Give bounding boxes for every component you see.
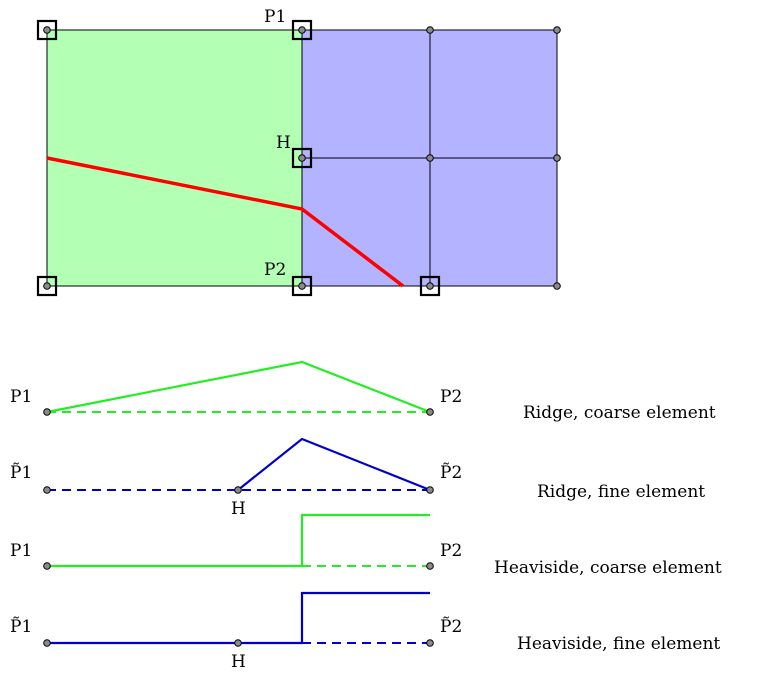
endpoint-node xyxy=(426,408,434,416)
endpoint-node xyxy=(426,562,434,570)
row-left-label: P̃1 xyxy=(10,617,32,637)
row-caption: Heaviside, coarse element xyxy=(494,558,722,578)
enriched-square-marker xyxy=(36,19,58,41)
ridge-function-line xyxy=(237,437,431,492)
mesh-node xyxy=(426,154,434,162)
crack-path xyxy=(46,156,405,288)
mesh: P1 H P2 xyxy=(36,7,561,297)
row-right-label: P2 xyxy=(440,541,462,561)
row-mid-label: H xyxy=(231,652,246,672)
endpoint-node xyxy=(43,639,51,647)
row-left-label: P̃1 xyxy=(10,463,32,483)
row-heaviside-coarse: P1 P2 Heaviside, coarse element xyxy=(10,513,722,578)
row-caption: Heaviside, fine element xyxy=(517,634,720,654)
row-left-label: P1 xyxy=(10,541,32,561)
mesh-node xyxy=(298,282,306,290)
row-right-label: P̃2 xyxy=(440,463,462,483)
mesh-node xyxy=(43,26,51,34)
heaviside-function-line xyxy=(47,513,430,568)
row-ridge-coarse: P1 P2 Ridge, coarse element xyxy=(10,360,716,423)
mesh-label-h: H xyxy=(276,133,291,153)
mesh-nodes xyxy=(43,26,561,290)
endpoint-node xyxy=(426,639,434,647)
row-caption: Ridge, coarse element xyxy=(523,403,716,423)
hanging-node xyxy=(234,486,242,494)
ridge-function-line xyxy=(46,360,431,414)
enriched-square-marker xyxy=(36,275,58,297)
row-right-label: P2 xyxy=(440,387,462,407)
row-ridge-fine: P̃1 P̃2 H Ridge, fine element xyxy=(10,437,705,519)
mesh-node xyxy=(553,26,561,34)
mesh-node xyxy=(43,282,51,290)
enriched-square-marker xyxy=(419,275,441,297)
enriched-square-marker xyxy=(291,275,313,297)
endpoint-node xyxy=(43,408,51,416)
row-caption: Ridge, fine element xyxy=(537,482,705,502)
mesh-node xyxy=(553,282,561,290)
row-heaviside-fine: P̃1 P̃2 H Heaviside, fine element xyxy=(10,591,720,672)
coarse-element-region xyxy=(47,30,302,286)
heaviside-function-line xyxy=(47,591,430,645)
row-left-label: P1 xyxy=(10,387,32,407)
mesh-node xyxy=(426,26,434,34)
enriched-square-marker xyxy=(291,147,313,169)
endpoint-node xyxy=(426,486,434,494)
row-mid-label: H xyxy=(231,499,246,519)
mesh-node xyxy=(426,282,434,290)
endpoint-node xyxy=(43,486,51,494)
enriched-square-marker xyxy=(291,19,313,41)
mesh-label-p1: P1 xyxy=(264,7,286,27)
mesh-label-p2: P2 xyxy=(264,260,286,280)
mesh-node xyxy=(298,26,306,34)
hanging-node xyxy=(234,639,242,647)
mesh-node xyxy=(553,154,561,162)
mesh-node xyxy=(298,154,306,162)
row-right-label: P̃2 xyxy=(440,617,462,637)
endpoint-node xyxy=(43,562,51,570)
enriched-node-markers xyxy=(36,19,441,297)
